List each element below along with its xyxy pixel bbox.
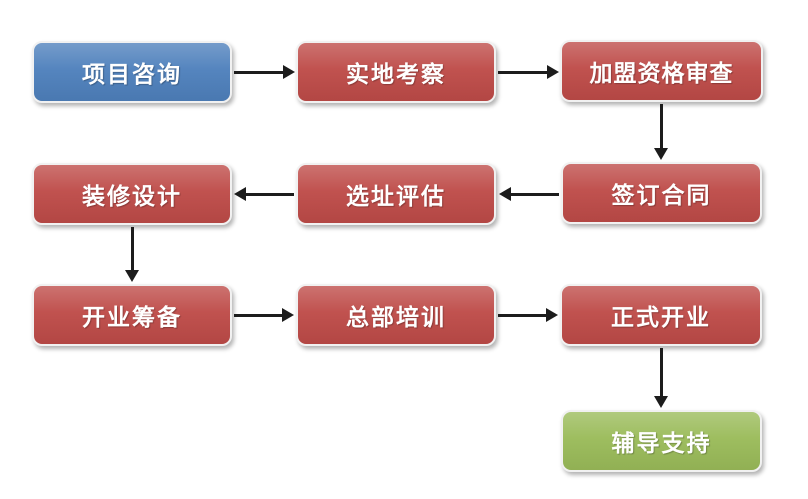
node-label: 加盟资格审查: [589, 61, 734, 87]
node-label: 项目咨询: [82, 62, 182, 88]
arrow-sign-contract-to-location-evaluation: [499, 187, 559, 201]
arrow-opening-preparation-to-headquarters-training: [234, 308, 294, 322]
node-sign-contract: 签订合同: [561, 162, 762, 224]
arrow-head-icon: [499, 187, 511, 201]
node-project-consultation: 项目咨询: [32, 41, 232, 103]
node-label: 实地考察: [346, 62, 446, 88]
arrow-location-evaluation-to-renovation-design: [234, 187, 294, 201]
arrow-qualification-review-to-sign-contract: [654, 104, 668, 160]
arrow-headquarters-training-to-grand-opening: [498, 308, 558, 322]
node-label: 选址评估: [346, 184, 446, 210]
node-grand-opening: 正式开业: [560, 284, 762, 346]
node-location-evaluation: 选址评估: [296, 163, 496, 225]
arrow-site-visit-to-qualification-review: [498, 65, 559, 79]
arrow-grand-opening-to-guidance-support: [654, 348, 668, 408]
node-label: 开业筹备: [82, 305, 182, 331]
arrow-shaft: [130, 227, 134, 272]
arrow-shaft: [659, 348, 663, 398]
node-franchise-qualification-review: 加盟资格审查: [560, 40, 763, 102]
arrow-shaft: [234, 70, 285, 74]
arrow-head-icon: [654, 396, 668, 408]
arrow-shaft: [498, 70, 549, 74]
arrow-head-icon: [654, 148, 668, 160]
arrow-shaft: [509, 192, 559, 196]
arrow-head-icon: [546, 308, 558, 322]
node-headquarters-training: 总部培训: [296, 284, 496, 346]
arrow-head-icon: [282, 308, 294, 322]
node-site-visit: 实地考察: [296, 41, 496, 103]
node-label: 辅导支持: [611, 431, 712, 457]
arrow-head-icon: [283, 65, 295, 79]
node-guidance-support: 辅导支持: [561, 410, 762, 472]
node-opening-preparation: 开业筹备: [32, 284, 232, 346]
arrow-head-icon: [125, 270, 139, 282]
arrow-renovation-design-to-opening-preparation: [125, 227, 139, 282]
arrow-head-icon: [234, 187, 246, 201]
arrow-project-consultation-to-site-visit: [234, 65, 295, 79]
arrow-head-icon: [547, 65, 559, 79]
arrow-shaft: [234, 313, 284, 317]
arrow-shaft: [659, 104, 663, 150]
node-label: 正式开业: [611, 305, 711, 331]
node-label: 签订合同: [611, 183, 712, 209]
arrow-shaft: [244, 192, 294, 196]
arrow-shaft: [498, 313, 548, 317]
node-label: 总部培训: [346, 305, 446, 331]
node-label: 装修设计: [82, 184, 182, 210]
node-renovation-design: 装修设计: [32, 163, 232, 225]
